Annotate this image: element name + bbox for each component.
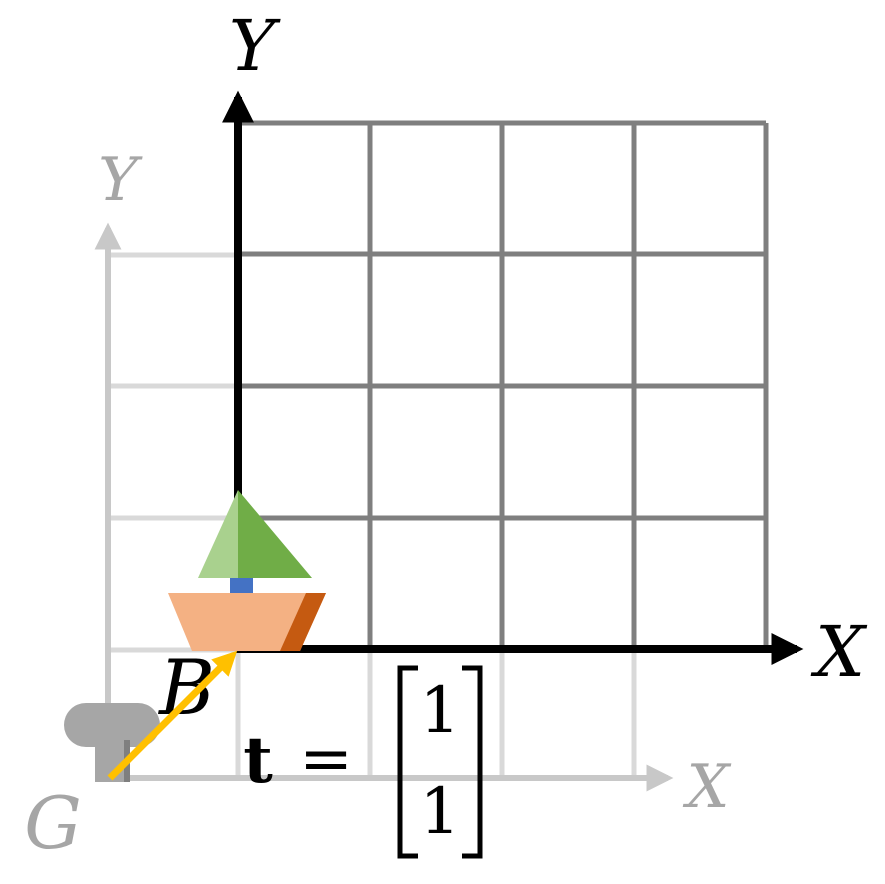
potted-tree-icon — [168, 490, 326, 651]
tree-foliage-dark — [238, 490, 312, 578]
global-x-axis-label: X — [683, 752, 732, 822]
left-bracket — [397, 665, 418, 859]
body-y-axis-label: Y — [229, 5, 281, 87]
tree-trunk — [230, 575, 253, 595]
global-y-axis-label: Y — [98, 145, 143, 215]
right-bracket — [462, 665, 483, 859]
translation-symbol: t — [243, 723, 273, 798]
robot-head — [64, 703, 160, 747]
body-x-axis-label: X — [810, 611, 868, 693]
tree-foliage-light — [198, 490, 238, 578]
body-grid — [238, 120, 769, 650]
translation-arrow — [107, 650, 238, 781]
equals-sign: = — [299, 722, 353, 796]
translation-equation: t = 1 1 — [243, 665, 483, 859]
global-origin-label: G — [24, 781, 82, 865]
pot-side — [280, 593, 326, 651]
vector-entry-y: 1 — [420, 775, 461, 849]
vector-entry-x: 1 — [420, 674, 461, 748]
